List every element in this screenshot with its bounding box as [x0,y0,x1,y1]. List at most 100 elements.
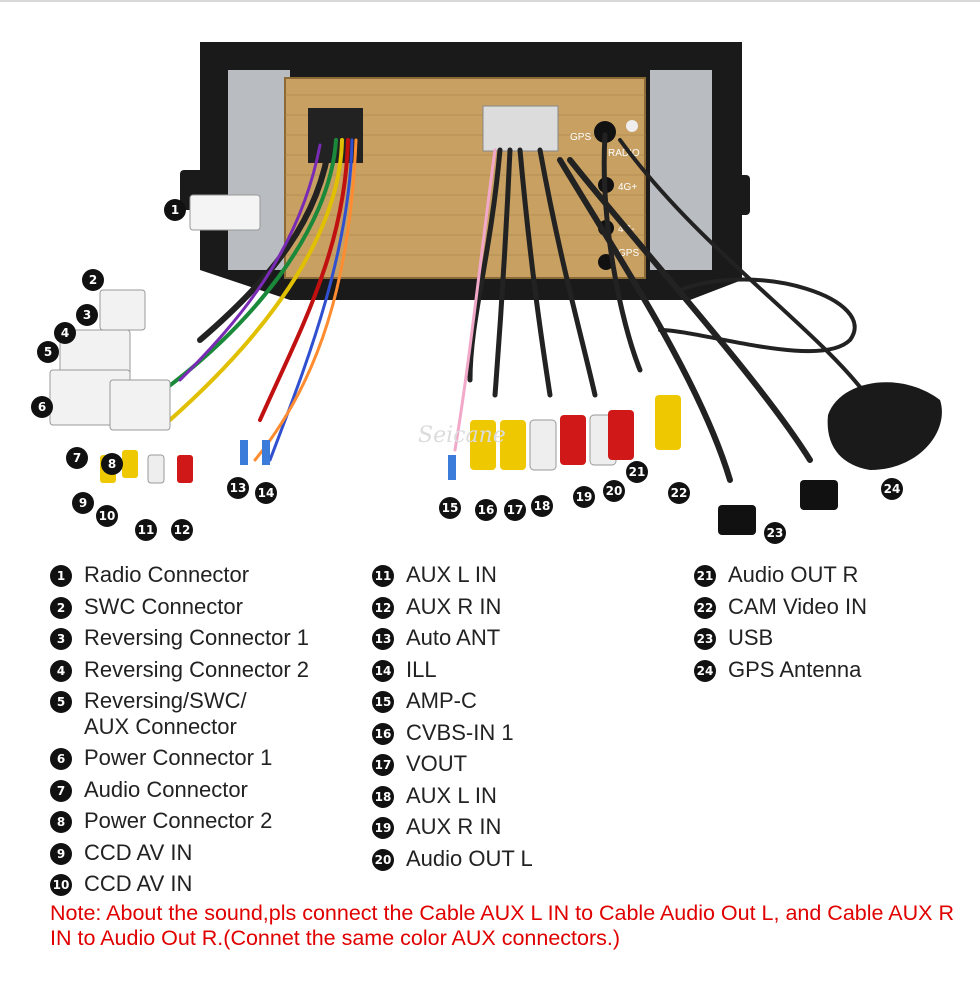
legend-number-badge: 11 [372,565,394,587]
legend-number-badge: 5 [50,691,72,713]
legend-number-badge: 24 [694,659,716,682]
connectors [49,194,942,535]
callout-number: 12 [174,523,191,537]
legend-number-badge: 12 [372,596,394,619]
legend-number-badge: 10 [50,874,72,896]
legend-label: AUX R IN [406,814,502,839]
legend-number-badge: 6 [50,748,72,770]
callout-marker: 21 [626,461,648,483]
legend-label: AUX L IN [406,562,497,587]
legend-label: Auto ANT [406,625,501,650]
watermark-text: Seicane [418,423,506,448]
wiring-harness-photo: GPS RADIO 4G+ 4G- GPS [31,42,942,544]
legend-item: 10 CCD AV IN [50,871,309,897]
legend-number-badge: 23 [694,628,716,650]
rca-jacks-center [470,395,681,471]
legend-label: AUX L IN [406,782,497,808]
legend-number-badge: 13 [372,628,394,650]
legend-label: USB [728,625,774,650]
usb-plugs [718,480,838,535]
legend-number-badge: 2 [50,596,72,619]
callout-number: 17 [507,503,524,517]
note-text: Note: About the sound,pls connect the Ca… [50,901,954,950]
callout-marker: 16 [475,499,497,521]
legend-number-badge: 21 [694,565,716,587]
legend-label: AMP-C [406,688,477,713]
legend-item: 19 AUX R IN [372,814,533,840]
legend-label: Radio Connector [84,562,250,587]
legend-label: GPS Antenna [728,656,862,682]
legend-number-badge: 20 [372,848,394,871]
callout-marker: 24 [881,478,903,500]
legend-number-badge: 16 [372,722,394,745]
callout-marker: 6 [31,396,53,418]
legend-item: 2 SWC Connector [50,594,309,620]
legend-number-badge: 14 [372,659,394,682]
cables [148,132,872,483]
callout-marker: 7 [66,447,88,469]
callout-marker: 15 [439,497,461,519]
legend-item: 5 Reversing/SWC/ AUX Connector [50,688,309,739]
legend-number-badge: 22 [694,596,716,619]
legend-label: Audio OUT R [728,562,859,587]
gps-antenna [827,382,942,470]
top-divider [0,0,980,2]
legend-item: 24 GPS Antenna [694,657,867,683]
callout-number: 18 [534,499,551,513]
legend-number-badge: 18 [372,785,394,808]
callout-number: 21 [629,465,646,479]
callout-number: 1 [171,203,179,217]
legend-number-badge: 3 [50,628,72,650]
legend-number-badge: 1 [50,565,72,587]
legend-item: 7 Audio Connector [50,777,309,803]
callout-number: 23 [767,526,784,540]
legend-number-badge: 4 [50,659,72,682]
legend-item: 15 AMP-C [372,688,533,714]
legend-label: VOUT [406,751,468,776]
callout-number: 2 [89,273,97,287]
4g-plus-port-label: 4G+ [618,182,637,193]
legend-label: Audio Connector [84,776,248,802]
callout-marker: 12 [171,519,193,541]
callout-marker: 22 [668,482,690,504]
legend-item: 11 AUX L IN [372,562,533,588]
callout-number: 7 [73,451,81,465]
callout-marker: 20 [603,480,625,502]
legend-number-badge: 15 [372,691,394,713]
callout-marker: 9 [72,492,94,514]
callout-number: 16 [478,503,495,517]
callout-marker: 18 [531,495,553,517]
legend-label: SWC Connector [84,593,243,619]
callout-marker: 14 [255,482,277,504]
callout-number: 3 [83,308,91,322]
legend-label: CCD AV IN [84,871,193,896]
legend-number-badge: 7 [50,779,72,802]
legend-label: Reversing/SWC/ AUX Connector [84,688,247,739]
callout-marker: 19 [573,486,595,508]
callout-number: 11 [138,523,155,537]
legend-item: 23 USB [694,625,867,651]
callout-marker: 4 [54,322,76,344]
callout-number: 5 [44,345,52,359]
legend-number-badge: 8 [50,811,72,833]
callout-number: 13 [230,481,247,495]
head-unit: GPS RADIO 4G+ 4G- GPS [180,42,750,300]
callout-marker: 17 [504,499,526,521]
legend-label: ILL [406,656,437,682]
legend-item: 4 Reversing Connector 2 [50,657,309,683]
legend-number-badge: 19 [372,817,394,839]
legend-label: Reversing Connector 2 [84,656,310,682]
legend-label: CCD AV IN [84,839,193,865]
callout-marker: 23 [764,522,786,544]
